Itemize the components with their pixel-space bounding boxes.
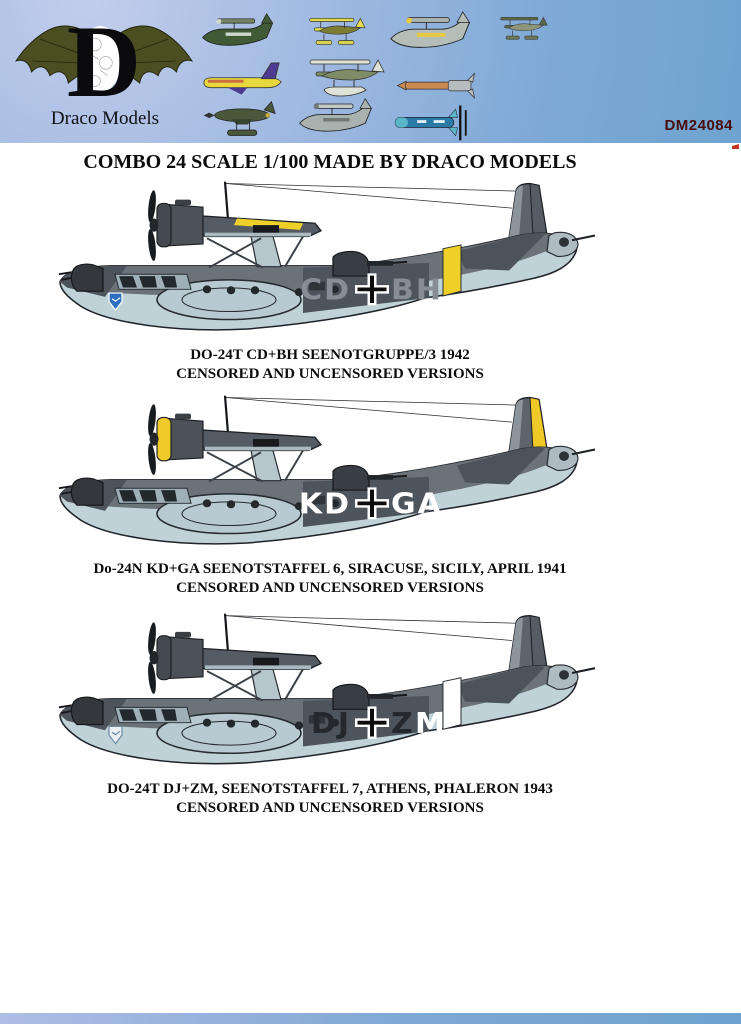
fuselage-code-right: GA — [391, 488, 443, 521]
blue-navy-drone-thumbnail — [386, 100, 474, 144]
brand-letter: D — [67, 6, 141, 116]
green-floatplane-fighter-thumbnail — [200, 97, 288, 141]
header-banner: D Draco Models — [0, 0, 741, 143]
product-code: DM24084 — [664, 117, 733, 134]
sketch-pattern — [88, 37, 113, 87]
do24-profile-kdga: KD GA — [57, 390, 597, 560]
orange-rocket-plane-thumbnail — [394, 62, 478, 104]
aircraft-block-1: CD BH DO-24T CD+BH SEENOTGRUPPE/3 1942 C… — [0, 176, 741, 384]
caption-line2: CENSORED AND UNCENSORED VERSIONS — [176, 800, 484, 816]
brand-name: Draco Models — [50, 108, 160, 129]
caption-line2: CENSORED AND UNCENSORED VERSIONS — [176, 366, 484, 382]
fuselage-code-left: KD — [299, 488, 351, 521]
caption-line1: DO-24T CD+BH SEENOTGRUPPE/3 1942 — [190, 347, 470, 363]
aircraft-thumbnails — [0, 0, 741, 143]
fuselage-code-left: DJ — [311, 707, 351, 740]
aircraft-block-3: DJ Z M DO-24T DJ+ZM, SEENOTSTAFFEL 7, AT… — [0, 608, 741, 818]
do24-profile-djzm: DJ Z M — [57, 608, 597, 780]
olive-biplane-flying-boat-thumbnail — [490, 12, 554, 44]
caption-line1: DO-24T DJ+ZM, SEENOTSTAFFEL 7, ATHENS, P… — [107, 781, 553, 797]
fuselage-code-left: CD — [300, 274, 351, 307]
caption-line1: Do-24N KD+GA SEENOTSTAFFEL 6, SIRACUSE, … — [93, 561, 567, 577]
do24-profile-cdbh: CD BH — [57, 176, 597, 346]
fuselage-code-right: BH — [391, 274, 443, 307]
aircraft-block-2: KD GA Do-24N KD+GA SEENOTSTAFFEL 6, SIRA… — [0, 390, 741, 598]
bat-wings-icon — [14, 25, 194, 84]
fuselage-code-right: Z — [391, 707, 415, 740]
yellow-biplane-floatplane-thumbnail — [297, 12, 373, 50]
footer-band — [0, 1013, 741, 1024]
brand-logo: D — [14, 6, 194, 116]
grey-seaplane-thumbnail — [297, 97, 381, 139]
fuselage-code-right2: M — [415, 707, 447, 740]
grey-flying-boat-yellow-bands-thumbnail — [388, 10, 480, 56]
sheet-content: COMBO 24 SCALE 1/100 MADE BY DRACO MODEL… — [0, 143, 741, 818]
caption-line2: CENSORED AND UNCENSORED VERSIONS — [176, 580, 484, 596]
camouflage-seaplane-biplane-thumbnail — [296, 54, 392, 102]
green-flying-boat-thumbnail — [200, 12, 282, 53]
yellow-purple-jet-thumbnail — [198, 57, 293, 105]
sheet-title: COMBO 24 SCALE 1/100 MADE BY DRACO MODEL… — [83, 151, 577, 173]
red-registration-mark — [732, 144, 739, 149]
